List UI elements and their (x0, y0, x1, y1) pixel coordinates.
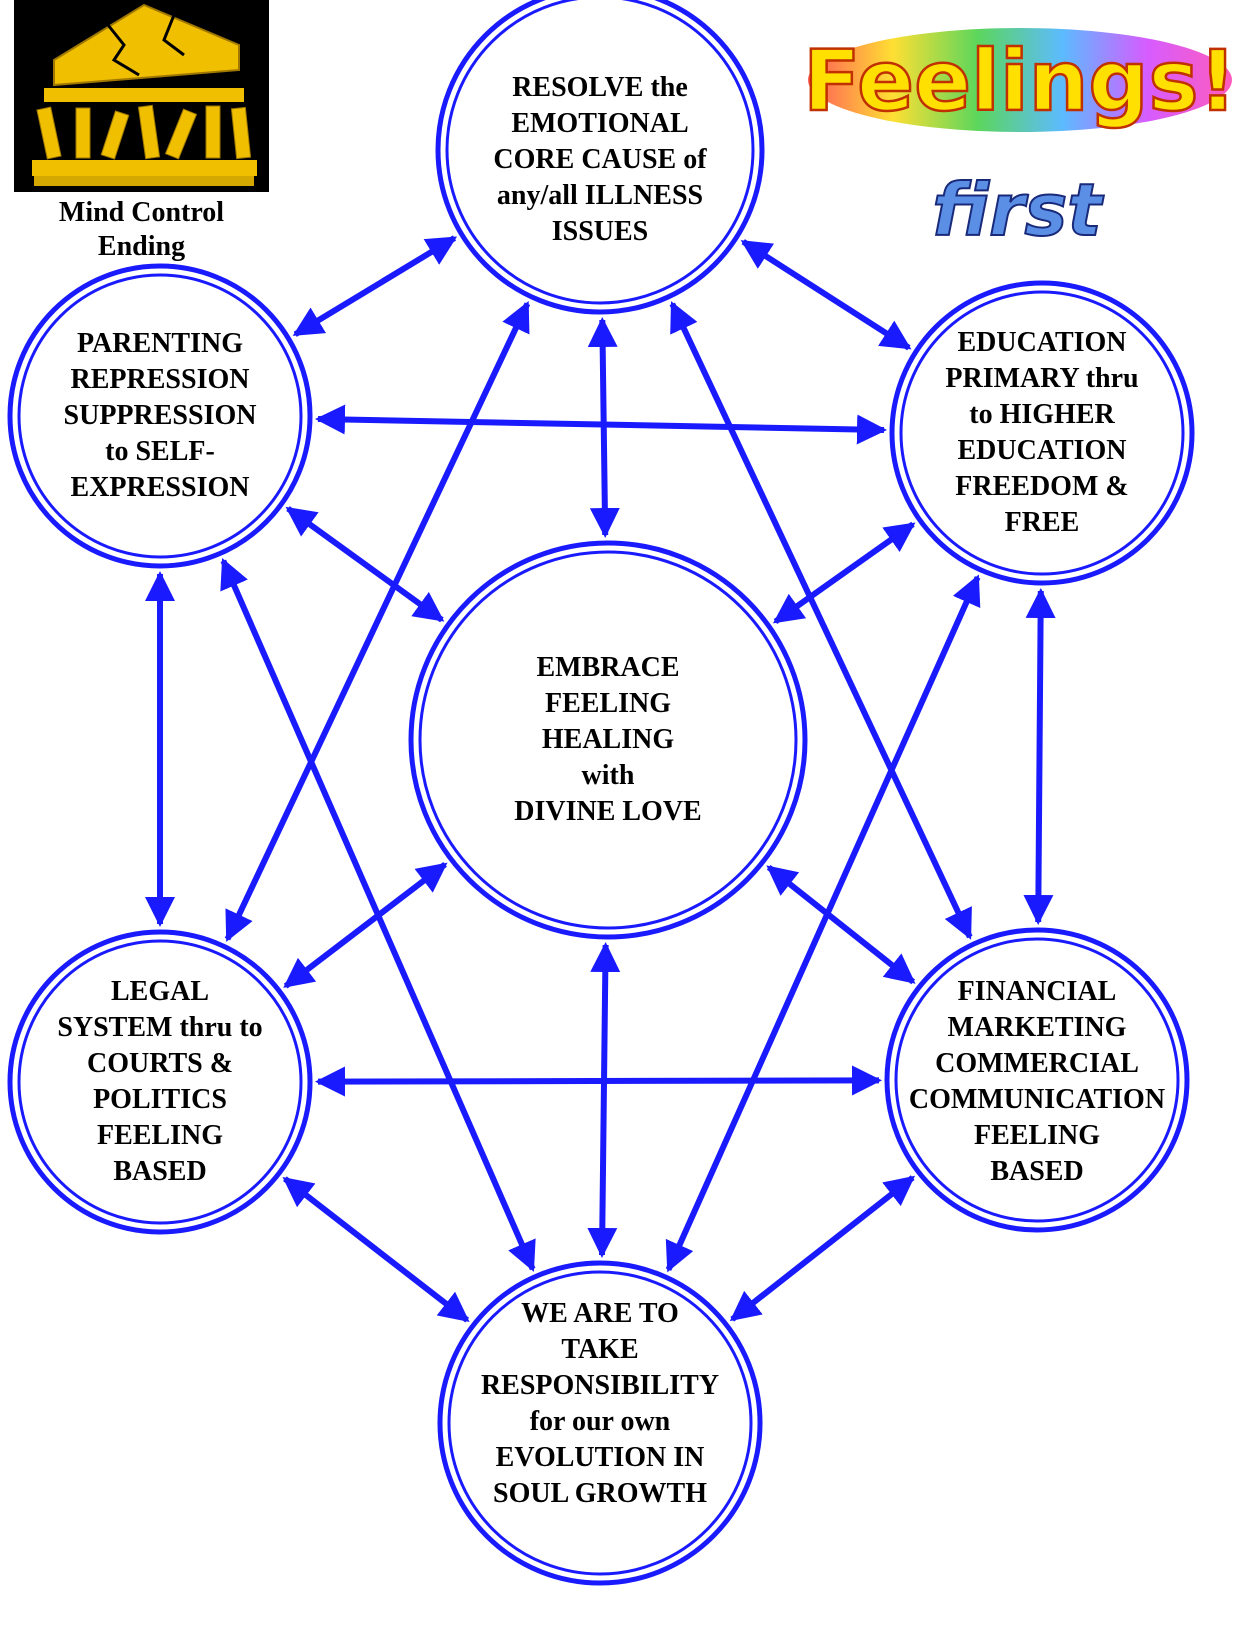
node-label-line: FINANCIAL (957, 976, 1117, 1007)
node-left-upper-label: PARENTING REPRESSION SUPPRESSION to SELF- EX… (25, 326, 295, 506)
mind-control-logo (14, 0, 269, 192)
logo-caption-line-1: Mind Control (58, 197, 225, 228)
node-label-line: COMMERCIAL (935, 1048, 1139, 1079)
node-label-line: SYSTEM thru to (57, 1012, 263, 1043)
feelings-word: Feelings! (803, 32, 1237, 130)
node-left-lower (7, 929, 313, 1235)
node-label-line: CORE CAUSE of (493, 144, 707, 175)
node-right-upper-label: EDUCATION PRIMARY thru to HIGHER EDUCATION F… (907, 325, 1177, 541)
node-bottom-inner-ring (447, 1270, 753, 1576)
connection-arrows (145, 235, 1056, 1323)
node-right-lower-label: FINANCIAL MARKETING COMMERCIAL COMMUNICATIO… (887, 974, 1187, 1190)
node-label-line: SUPPRESSION (63, 400, 257, 431)
node-label-line: RESPONSIBILITY (480, 1370, 720, 1401)
node-circles (7, 0, 1195, 1586)
node-label-line: PRIMARY thru (945, 363, 1139, 394)
node-right-lower (884, 927, 1190, 1233)
node-label-line: FREEDOM & (955, 471, 1129, 502)
logo-caption-line-2: Ending (97, 231, 186, 262)
arrow-left-upper-to-right-upper (315, 404, 887, 445)
node-left-lower-outer-ring (7, 929, 313, 1235)
node-label-line: TAKE (561, 1334, 639, 1365)
node-label-line: RESOLVE the (512, 72, 688, 103)
node-center (408, 540, 808, 940)
node-label-line: to SELF- (105, 436, 215, 467)
node-label-line: FEELING (96, 1120, 224, 1151)
node-label-line: EMOTIONAL (511, 108, 689, 139)
node-bottom (437, 1260, 763, 1586)
node-label-line: any/all ILLNESS (496, 180, 704, 211)
node-label-line: FEELING (544, 688, 672, 719)
node-label-line: EMBRACE (536, 652, 680, 683)
node-center-inner-ring (418, 550, 798, 930)
first-title: first (931, 167, 1105, 253)
node-label-line: REPRESSION (70, 364, 250, 395)
node-label-line: HEALING (541, 724, 675, 755)
first-word: first (932, 168, 1104, 252)
node-label-line: ISSUES (551, 216, 649, 247)
node-label-line: COURTS & (86, 1048, 234, 1079)
arrow-right-lower-to-bottom (729, 1175, 916, 1322)
node-label-line: MARKETING (947, 1012, 1127, 1043)
collapsing-bank-temple-icon (32, 3, 257, 186)
node-top (435, 0, 765, 315)
arrow-left-upper-to-center (285, 506, 445, 623)
node-left-upper-inner-ring (17, 273, 303, 559)
node-right-upper (889, 280, 1195, 586)
arrow-center-to-bottom (587, 942, 621, 1258)
node-label-line: COMMUNICATION (908, 1084, 1166, 1115)
node-label-line: EXPRESSION (70, 472, 250, 503)
arrow-left-lower-to-bottom (282, 1176, 470, 1323)
node-right-lower-inner-ring (894, 937, 1180, 1223)
node-center-outer-ring (408, 540, 808, 940)
feelings-title: Feelings! (802, 28, 1238, 132)
node-label-line: EVOLUTION IN (495, 1442, 705, 1473)
node-left-upper (7, 263, 313, 569)
node-top-outer-ring (435, 0, 765, 315)
node-top-inner-ring (445, 0, 755, 305)
node-label-line: BASED (990, 1156, 1084, 1187)
node-left-lower-inner-ring (17, 939, 303, 1225)
node-label-line: to HIGHER (969, 399, 1115, 430)
arrow-center-to-right-lower (766, 864, 916, 985)
arrow-top-to-left-upper (292, 235, 458, 337)
node-label-line: EDUCATION (957, 435, 1127, 466)
logo-caption: Mind Control Ending (14, 196, 269, 264)
node-label-line: WE ARE TO (521, 1298, 679, 1329)
node-label-line: for our own (529, 1406, 671, 1437)
node-left-lower-label: LEGAL SYSTEM thru to COURTS & POLITICS FEELI… (20, 974, 300, 1190)
arrow-center-to-left-lower (283, 862, 448, 989)
arrow-top-to-right-upper (740, 239, 912, 351)
node-left-upper-outer-ring (7, 263, 313, 569)
node-label-line: BASED (113, 1156, 207, 1187)
node-label-line: SOUL GROWTH (493, 1478, 707, 1509)
node-label-line: FREE (1004, 507, 1080, 538)
node-label-line: POLITICS (93, 1084, 227, 1115)
node-label-line: with (581, 760, 635, 791)
node-right-upper-inner-ring (899, 290, 1185, 576)
node-right-lower-outer-ring (884, 927, 1190, 1233)
node-bottom-outer-ring (437, 1260, 763, 1586)
node-label-line: FEELING (973, 1120, 1101, 1151)
arrow-right-upper-to-right-lower (1023, 588, 1056, 925)
node-label-line: EDUCATION (957, 327, 1127, 358)
arrow-left-lower-to-right-lower (315, 1065, 882, 1097)
node-label-line: DIVINE LOVE (514, 796, 702, 827)
node-right-upper-outer-ring (889, 280, 1195, 586)
node-label-line: PARENTING (77, 328, 243, 359)
node-label-line: LEGAL (110, 976, 210, 1007)
